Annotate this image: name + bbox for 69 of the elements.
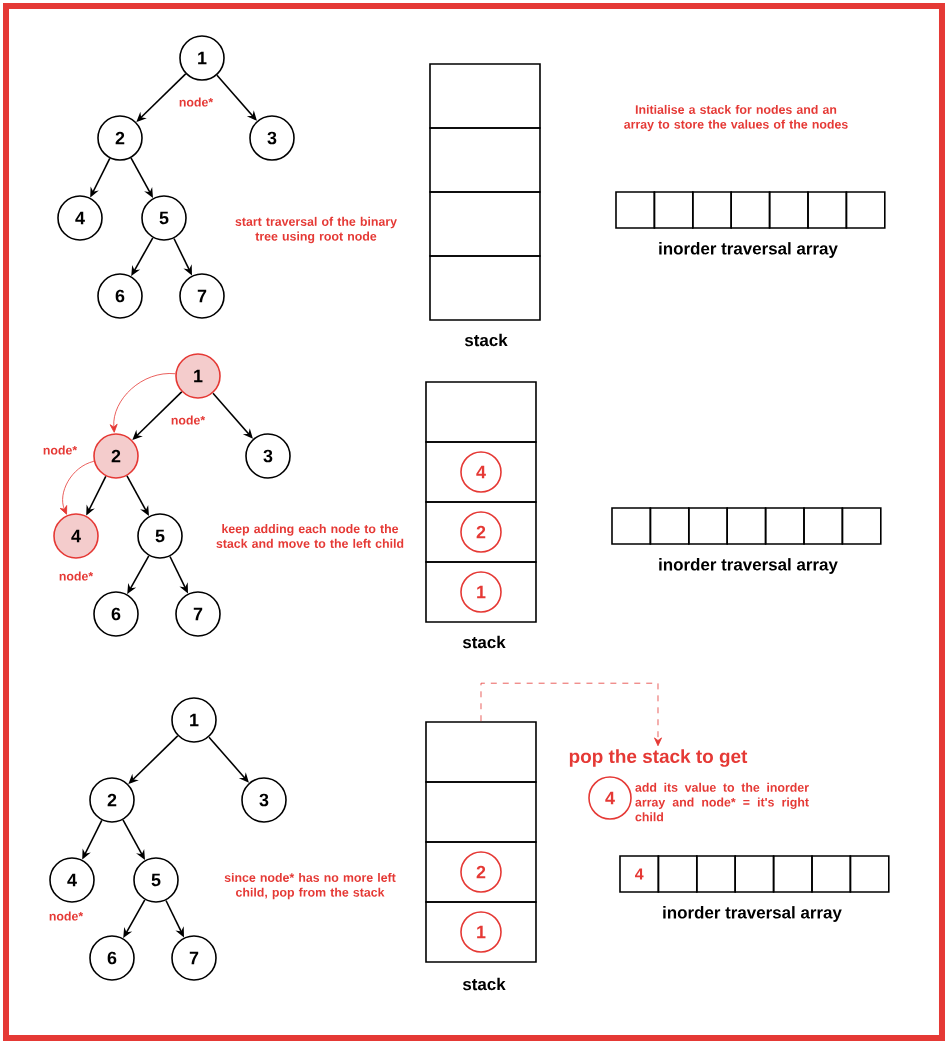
stack-cell [425,841,537,903]
array-cell [696,855,736,893]
tree-node: 7 [175,591,221,637]
stack-cell [425,781,537,843]
stack-cell [425,501,537,563]
arrow [59,460,95,515]
arrow [212,392,253,439]
tree-node: 2 [89,777,135,823]
caption: stack [462,635,506,649]
tree-node: 7 [179,273,225,319]
caption: stack [462,977,506,991]
array-cell [688,507,728,545]
stack-cell [429,127,541,193]
array-cell [807,191,848,229]
array-cell [611,507,652,545]
array-cell [768,191,809,229]
array-cell [615,191,656,229]
tree-node: 3 [241,777,287,823]
tree-node: 6 [97,273,143,319]
tree-node: 4 [57,195,103,241]
array-cell [845,191,886,229]
caption: inorder traversal array [659,242,838,258]
tree-node: 5 [141,195,187,241]
tree-node: 6 [93,591,139,637]
array-cell [657,855,698,893]
array-cell [772,855,813,893]
stack-cell [425,721,537,783]
stack-cell [425,381,537,443]
tree-node: 7 [171,935,217,981]
tree-node: 6 [89,935,135,981]
stack-cell [429,255,541,321]
tree-node: 5 [137,513,183,559]
stack-cell [429,191,541,257]
array-cell [653,191,694,229]
stack-cell [425,561,537,623]
arrow [109,373,176,433]
array-cell [841,507,882,545]
tree-node: 1 [171,697,217,743]
caption: inorder traversal array [659,558,838,574]
array-cell [764,507,805,545]
tree-node: 1 [179,35,225,81]
array-cell [803,507,844,545]
array-cell [649,507,690,545]
array-cell [811,855,852,893]
stack-cell [425,441,537,503]
tree-node: 3 [249,115,295,161]
stack-cell [429,63,541,129]
array-cell [730,191,771,229]
array-cell [849,855,890,893]
caption: stack [464,333,508,347]
arrow [480,682,662,747]
step-heading: pop the stack to get [569,749,748,767]
tree-node: 3 [245,433,291,479]
tree-node: 5 [133,857,179,903]
stack-cell [425,901,537,963]
arrow [126,475,149,516]
tree-node: 2 [97,115,143,161]
arrow [208,736,249,783]
caption: inorder traversal array [663,906,842,922]
array-cell [734,855,775,893]
highlighted-tree-node: 2 [93,433,139,479]
array-cell [692,191,732,229]
arrow [216,74,257,121]
arrow [122,819,145,860]
highlighted-tree-node: 4 [53,513,99,559]
arrow [130,157,153,198]
tree-node: 4 [49,857,95,903]
highlighted-tree-node: 1 [175,353,221,399]
array-cell [726,507,767,545]
